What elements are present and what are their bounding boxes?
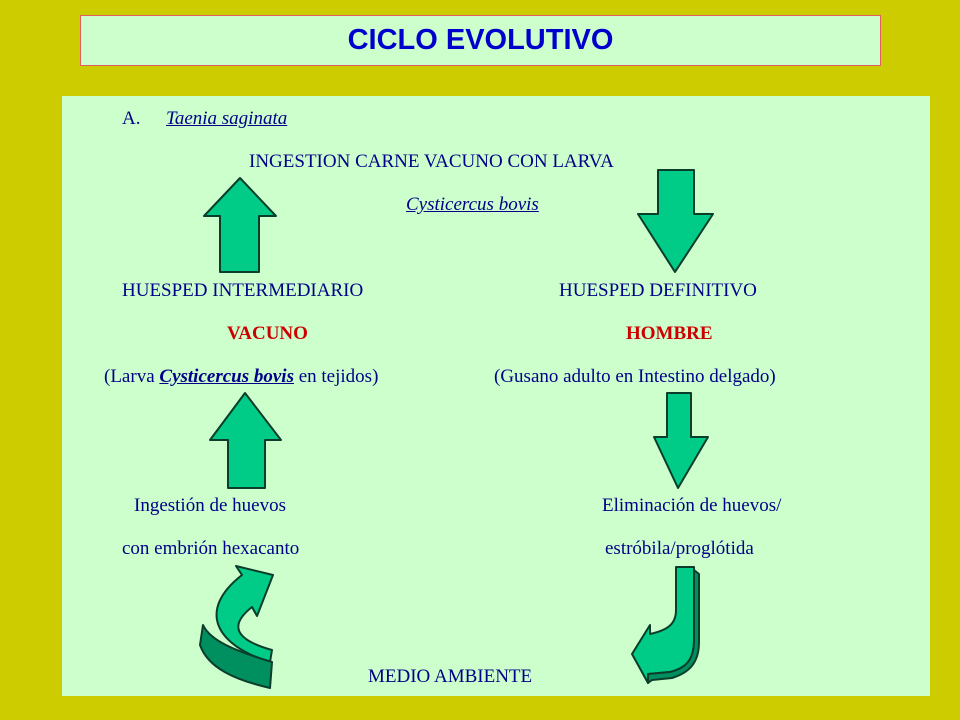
section-marker: A.	[122, 108, 141, 129]
intermediate-host-label: HUESPED INTERMEDIARIO	[122, 280, 364, 301]
species-title: Taenia saginata	[166, 108, 288, 129]
larva-label: Cysticercus bovis	[406, 194, 539, 215]
curved-arrow-icon	[215, 565, 274, 663]
arrow-down-icon	[653, 392, 709, 489]
environment-label: MEDIO AMBIENTE	[368, 666, 533, 687]
egg-elimination-line1: Eliminación de huevos/	[602, 495, 782, 516]
title-box: CICLO EVOLUTIVO	[80, 15, 881, 66]
definitive-host-name: HOMBRE	[626, 323, 713, 344]
egg-ingestion-line2: con embrión hexacanto	[122, 538, 300, 559]
detail-prefix: (Larva	[104, 366, 160, 387]
intermediate-host-detail: (Larva Cysticercus bovis en tejidos)	[104, 366, 378, 388]
arrow-down-icon	[637, 169, 714, 273]
detail-suffix: en tejidos)	[293, 366, 379, 387]
diagram-panel	[62, 96, 930, 696]
intermediate-host-name: VACUNO	[227, 323, 308, 344]
curved-arrow-side	[647, 569, 700, 684]
egg-ingestion-line1: Ingestión de huevos	[134, 495, 286, 516]
definitive-host-detail: (Gusano adulto en Intestino delgado)	[494, 366, 776, 387]
curved-arrow-side	[199, 624, 273, 689]
egg-elimination-line2: estróbila/proglótida	[605, 538, 754, 559]
arrow-up-icon	[209, 392, 282, 489]
detail-species: Cysticercus bovis	[159, 366, 294, 387]
arrow-up-icon	[203, 177, 277, 273]
page-title: CICLO EVOLUTIVO	[347, 24, 614, 56]
definitive-host-label: HUESPED DEFINITIVO	[559, 280, 757, 301]
ingestion-label: INGESTION CARNE VACUNO CON LARVA	[249, 151, 614, 172]
